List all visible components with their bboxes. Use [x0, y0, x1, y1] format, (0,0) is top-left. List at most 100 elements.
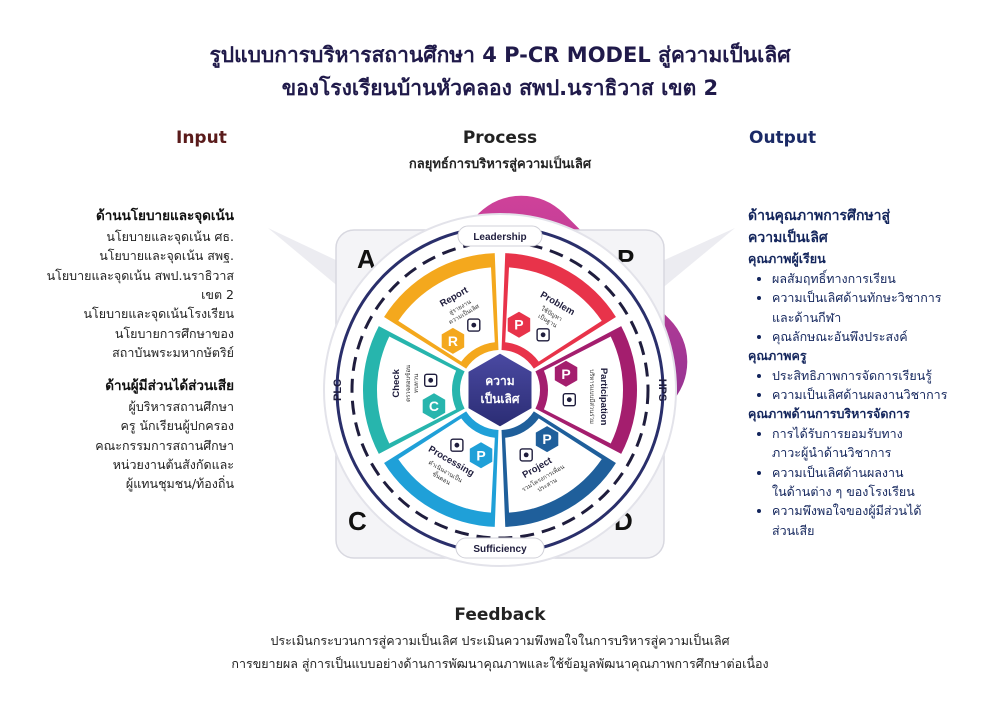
segment-pictogram-dot-problem [540, 332, 546, 338]
segment-badge-project [535, 426, 559, 453]
list-item: หน่วยงานต้นสังกัดและ [112, 457, 234, 473]
segment-badge-check [422, 393, 446, 420]
list-item-continuation: และด้านกีฬา [772, 309, 842, 325]
list-item: ผู้บริหารสถานศึกษา [128, 398, 234, 414]
list-item: นโยบายและจุดเน้น สพป.นราธิวาส [46, 267, 234, 283]
segment-letter-check: C [429, 398, 439, 414]
sufficiency-pill [455, 537, 545, 559]
segment-letter-problem: P [514, 317, 523, 333]
output-block: ด้านคุณภาพการศึกษาสู่ ความเป็นเลิศ คุณภา… [748, 206, 993, 540]
segment-badge-report [441, 327, 465, 354]
segment-badge-problem [507, 311, 531, 338]
page-title-line-1: รูปแบบการบริหารสถานศึกษา 4 P-CR MODEL สู… [209, 43, 791, 67]
ring-label-plc: PLC [332, 379, 344, 401]
center-label-1: ความ [485, 374, 514, 388]
list-item-continuation: ในด้านต่าง ๆ ของโรงเรียน [772, 483, 915, 499]
list-item: นโยบายการศึกษาของ [114, 325, 234, 341]
center-label-2: เป็นเลิศ [481, 391, 520, 406]
ring-label-leadership: Leadership [473, 232, 526, 243]
segment-panel-processing [398, 418, 495, 513]
output-student-heading: คุณภาพผู้เรียน [748, 251, 826, 267]
list-item: คณะกรรมการสถานศึกษา [95, 437, 234, 453]
segment-badge-processing [469, 442, 493, 469]
feedback-line-2: การขยายผล สู่การเป็นแบบอย่างด้านการพัฒนา… [231, 656, 769, 671]
list-item: สถาบันพระมหากษัตริย์ [112, 345, 234, 361]
input-policy-block: ด้านนโยบายและจุดเน้น นโยบายและจุดเน้น ศธ… [4, 206, 234, 363]
segment-pictogram-dot-check [428, 377, 434, 383]
segment-panel-report [398, 267, 495, 362]
segment-title-participation: Participation [598, 368, 609, 426]
segment-pictogram-icon-participation [562, 393, 576, 407]
list-item: การได้รับการยอมรับทาง [772, 424, 993, 443]
page-title-line-2: ของโรงเรียนบ้านหัวคลอง สพป.นราธิวาส เขต … [281, 76, 719, 100]
center-hexagon [465, 350, 535, 430]
list-item: ครู นักเรียนผู้ปกครอง [120, 418, 234, 434]
segment-letter-project: P [542, 431, 551, 447]
process-subheading: กลยุทธ์การบริหารสู่ความเป็นเลิศ [408, 157, 592, 172]
output-student-list: ผลสัมฤทธิ์ทางการเรียน ความเป็นเลิศด้านทั… [748, 269, 993, 347]
list-item: ผลสัมฤทธิ์ทางการเรียน [772, 269, 993, 288]
segment-sub1-participation: บริหารแบบมีส่วนร่วม [588, 369, 596, 424]
feedback-heading: Feedback [454, 605, 546, 625]
leadership-pill [457, 225, 543, 247]
segment-pictogram-dot-project [523, 452, 529, 458]
segment-badge-participation [554, 360, 578, 387]
list-item: ความพึงพอใจของผู้มีส่วนได้ [772, 501, 993, 520]
segment-pictogram-icon-project [519, 448, 533, 462]
output-management-list: การได้รับการยอมรับทาง ภาวะผู้นำด้านวิชาก… [748, 424, 993, 540]
output-main-heading-2: ความเป็นเลิศ [748, 229, 828, 246]
segment-pictogram-icon-problem [536, 328, 550, 342]
process-heading: Process [462, 128, 538, 148]
list-item-continuation: ส่วนเสีย [772, 522, 815, 538]
output-connector [660, 228, 735, 290]
list-item: ความเป็นเลิศด้านผลงานวิชาการ [772, 385, 993, 404]
corner-letter-a: A [357, 244, 376, 274]
ring-label-sufficiency: Sufficiency [473, 544, 527, 555]
list-item: คุณลักษณะอันพึงประสงค์ [772, 327, 993, 346]
list-item-continuation: ภาวะผู้นำด้านวิชาการ [772, 445, 892, 461]
corner-letter-c: C [348, 506, 367, 536]
segment-letter-participation: P [561, 366, 570, 382]
segment-pictogram-icon-report [467, 318, 481, 332]
segment-sub1-check: ตรวจสอบซ้อน [405, 365, 412, 402]
segment-letter-report: R [448, 333, 458, 349]
segment-title-check: Check [391, 368, 402, 397]
list-item: ความเป็นเลิศด้านทักษะวิชาการ [772, 288, 993, 307]
input-connector [268, 228, 340, 288]
feedback-line-1: ประเมินกระบวนการสู่ความเป็นเลิศ ประเมินค… [270, 633, 730, 648]
input-policy-heading: ด้านนโยบายและจุดเน้น [96, 208, 234, 224]
output-management-heading: คุณภาพด้านการบริหารจัดการ [748, 406, 910, 422]
segment-pictogram-dot-report [471, 322, 477, 328]
list-item: นโยบายและจุดเน้น สพฐ. [99, 248, 234, 264]
list-item: นโยบายและจุดเน้นโรงเรียน [83, 306, 234, 322]
segment-sub2-check: ทบทวน [413, 374, 420, 393]
output-teacher-heading: คุณภาพครู [748, 348, 807, 364]
ring-label-hps: HPS [656, 379, 668, 402]
segment-panel-project [505, 418, 602, 513]
segment-panel-problem [505, 267, 602, 362]
list-item: ผู้แทนชุมชน/ท้องถิ่น [125, 476, 234, 492]
input-heading: Input [176, 128, 227, 148]
segment-pictogram-icon-processing [450, 438, 464, 452]
list-item: นโยบายและจุดเน้น ศธ. [106, 228, 234, 244]
list-item: เขต 2 [201, 287, 234, 303]
segment-pictogram-dot-participation [566, 397, 572, 403]
list-item: ความเป็นเลิศด้านผลงาน [772, 463, 993, 482]
segment-letter-processing: P [476, 447, 485, 463]
segment-pictogram-dot-processing [454, 442, 460, 448]
output-teacher-list: ประสิทธิภาพการจัดการเรียนรู้ ความเป็นเลิ… [748, 366, 993, 405]
list-item: ประสิทธิภาพการจัดการเรียนรู้ [772, 366, 993, 385]
segment-pictogram-icon-check [424, 373, 438, 387]
output-main-heading-1: ด้านคุณภาพการศึกษาสู่ [748, 208, 891, 224]
input-stakeholders-heading: ด้านผู้มีส่วนได้ส่วนเสีย [105, 378, 234, 394]
output-heading: Output [749, 128, 817, 148]
